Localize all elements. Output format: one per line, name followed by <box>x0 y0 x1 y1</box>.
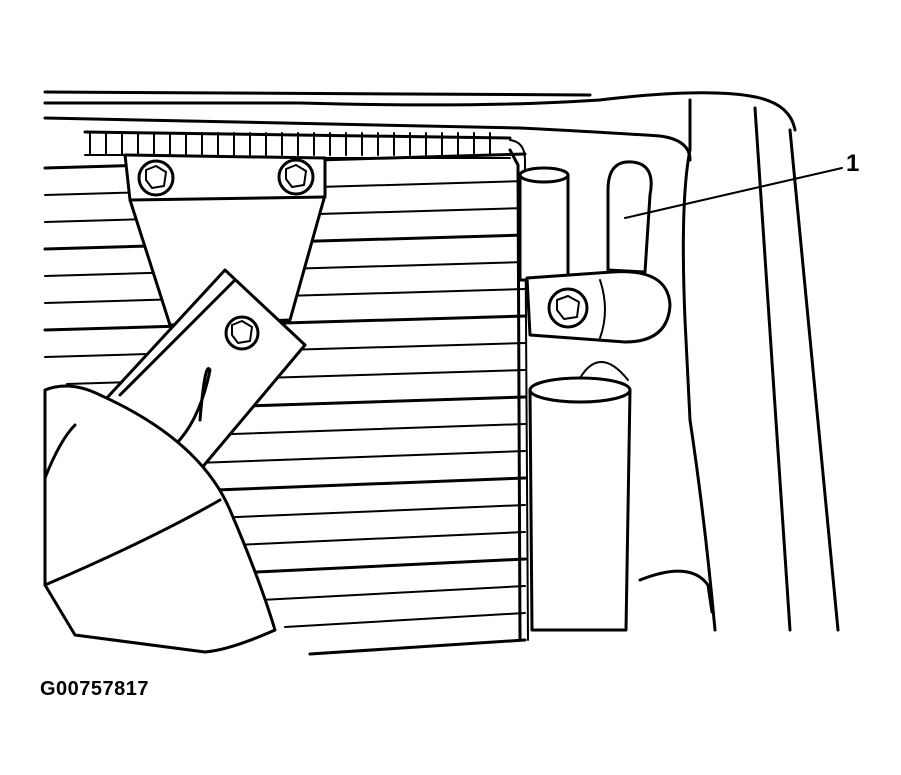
condenser-side-rail <box>508 139 529 642</box>
upper-panel-edge <box>43 90 797 162</box>
bracket-bolt-right-icon <box>277 158 315 196</box>
clamp-bolt-icon <box>547 287 589 329</box>
condenser-fin-line <box>43 314 527 332</box>
callout-leader-line <box>624 167 843 219</box>
condenser-fin-line <box>284 612 526 628</box>
condenser-fin-line <box>211 531 526 547</box>
condenser-fin-line <box>162 476 527 494</box>
lower-pipe <box>528 361 632 632</box>
condenser-fin-line <box>235 557 527 575</box>
callout-number-1: 1 <box>846 150 860 177</box>
condenser-fin-line <box>308 638 527 656</box>
bracket-bolt-left-icon <box>137 159 175 197</box>
figure-id: G00757817 <box>40 678 150 700</box>
upper-mounting-bracket <box>123 153 327 327</box>
condenser-fin-line <box>260 585 526 601</box>
foreground-hose <box>43 384 277 654</box>
radiator-support-frame <box>638 98 840 632</box>
upper-pipe-stub <box>518 166 570 282</box>
brace-bolt-icon <box>224 315 260 351</box>
condenser-fin-line <box>187 504 526 520</box>
